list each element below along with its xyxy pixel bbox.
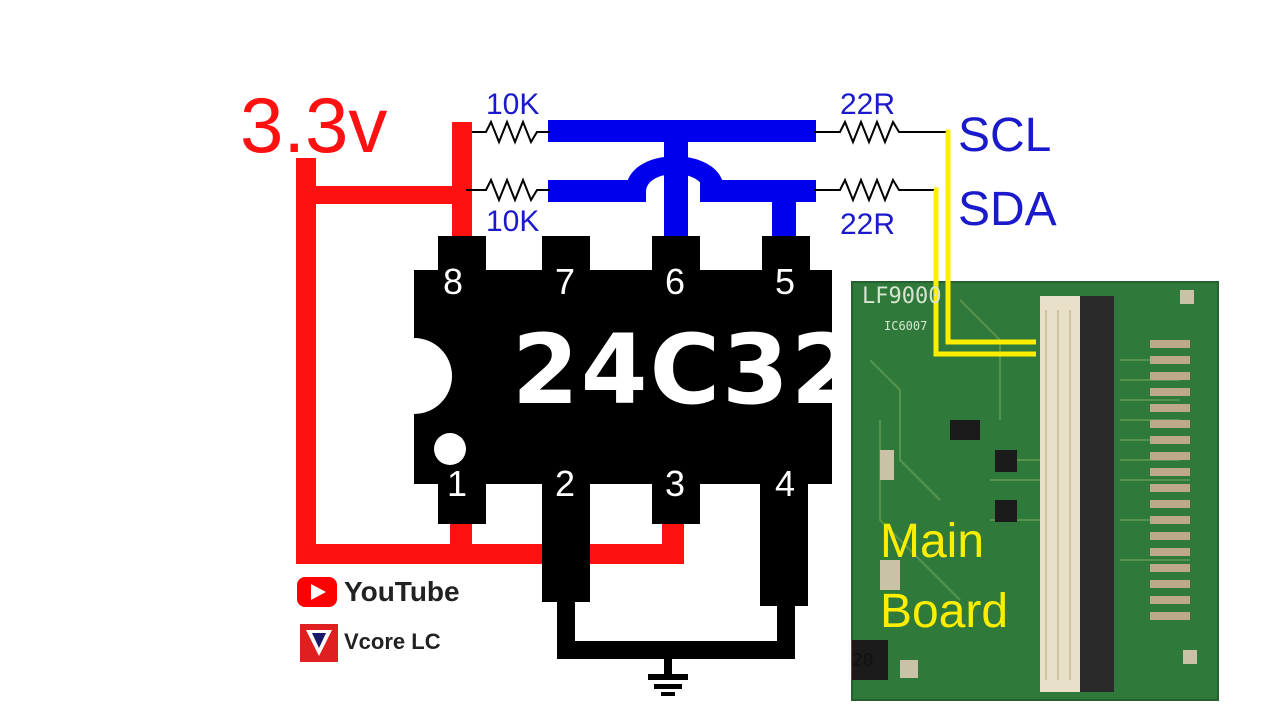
- ground-wiring: [557, 600, 795, 696]
- resistor-10k-top: [472, 119, 550, 145]
- ground-symbol-icon: [648, 674, 688, 696]
- pin-label-1: 1: [447, 463, 468, 504]
- pin-label-3: 3: [665, 463, 686, 504]
- youtube-logo-icon: [297, 577, 337, 607]
- i2c-bus-wiring: [548, 120, 816, 240]
- resistor-label-10k-top: 10K: [486, 88, 540, 121]
- resistor-label-10k-bottom: 10K: [486, 205, 540, 238]
- signal-links: [933, 129, 1036, 357]
- ffc-connector-latch: [1080, 296, 1114, 692]
- pin-label-4: 4: [775, 463, 796, 504]
- pin-label-2: 2: [555, 463, 576, 504]
- pin-label-5: 5: [775, 261, 796, 302]
- vcore-logo-icon: [300, 624, 338, 662]
- resistor-10k-bottom: [466, 177, 550, 203]
- main-board-label-line2: Board: [880, 585, 1009, 638]
- resistor-label-22r-top: 22R: [840, 88, 896, 121]
- signal-label-sda: SDA: [958, 183, 1057, 236]
- resistor-22r-top: [814, 119, 946, 145]
- chip-name-label: 24C32: [512, 314, 860, 426]
- pin-label-6: 6: [665, 261, 686, 302]
- signal-label-scl: SCL: [958, 109, 1052, 162]
- pcb-silkscreen-part: 20: [852, 650, 874, 671]
- pin1-marker: [434, 433, 466, 465]
- channel-name-label: Vcore LC: [344, 629, 441, 654]
- youtube-label: YouTube: [344, 576, 460, 607]
- pin-label-8: 8: [443, 261, 464, 302]
- resistor-22r-bottom: [814, 177, 934, 203]
- chip-24c32: [414, 236, 832, 606]
- pcb-silkscreen-ref: LF9000: [862, 284, 942, 309]
- pin-label-7: 7: [555, 261, 576, 302]
- main-board-label-line1: Main: [880, 515, 985, 568]
- resistor-label-22r-bottom: 22R: [840, 208, 896, 241]
- resistors: [466, 119, 946, 203]
- supply-voltage-label: 3.3v: [240, 81, 388, 169]
- pcb-silkscreen-ic: IC6007: [884, 319, 928, 333]
